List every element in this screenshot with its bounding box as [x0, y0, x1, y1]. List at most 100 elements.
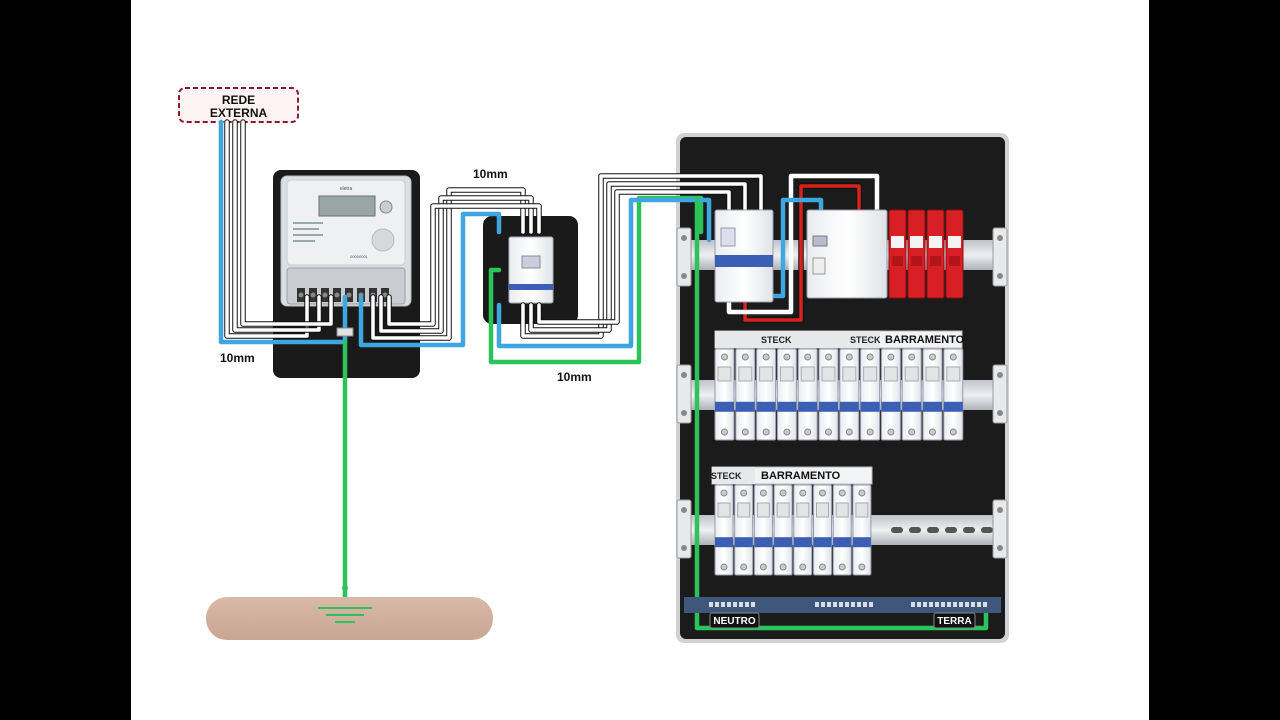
- breaker-band: [902, 401, 922, 412]
- breaker-row-1: [714, 348, 964, 441]
- breaker-screw: [845, 428, 853, 436]
- breaker-screw: [762, 353, 770, 361]
- surge-protector-label: [910, 236, 923, 248]
- breaker-screw: [825, 428, 832, 436]
- wire-neutral-mid: [358, 211, 502, 348]
- mounting-clip: [676, 227, 692, 287]
- bar-screw: [977, 602, 981, 607]
- bar-screw: [941, 602, 945, 607]
- breaker-label: [835, 502, 849, 518]
- breaker-band: [860, 401, 880, 412]
- breaker-label: [863, 366, 878, 382]
- brand-label-1: STECK: [761, 335, 792, 345]
- breaker-label: [796, 502, 810, 518]
- wire-neutral-rcd: [768, 197, 824, 299]
- breaker-screw: [799, 489, 807, 497]
- breaker-body: [818, 348, 839, 441]
- wire-phase-out-1: [521, 174, 763, 338]
- breaker-screw: [779, 563, 787, 571]
- brand-label-3: STECK: [711, 471, 742, 481]
- breaker-screw: [908, 353, 916, 361]
- mounting-clip-screw: [681, 545, 687, 551]
- breaker-label: [717, 366, 732, 382]
- breaker-body: [756, 348, 777, 441]
- wire-neutral-in: [218, 119, 348, 345]
- wire-phase-mid-3: [387, 204, 541, 326]
- surge-protector: [907, 209, 926, 299]
- breaker-body: [714, 348, 735, 441]
- breaker-label: [800, 366, 815, 382]
- breaker-band: [734, 537, 753, 548]
- breaker-screw: [779, 489, 787, 497]
- bar-screw: [857, 602, 861, 607]
- mounting-clip-screw: [681, 235, 687, 241]
- breaker-screw: [759, 489, 767, 497]
- mounting-clip-screw: [997, 545, 1003, 551]
- surge-protector-window: [892, 256, 903, 266]
- surge-protector-label: [948, 236, 961, 248]
- wire-neutral-out: [496, 197, 712, 349]
- surge-protector: [945, 209, 964, 299]
- mounting-clip: [992, 364, 1008, 424]
- breaker-screw: [887, 428, 895, 436]
- breaker-label: [842, 366, 857, 382]
- surge-protector-window: [930, 256, 941, 266]
- rail-slot: [927, 527, 939, 533]
- breaker-screw: [783, 428, 791, 436]
- main-panel-breaker: [714, 209, 774, 303]
- breaker-label: [904, 366, 919, 382]
- bar-screw: [821, 602, 825, 607]
- breaker-body: [813, 484, 832, 576]
- breaker-screw: [799, 563, 807, 571]
- bar-screw: [983, 602, 987, 607]
- breaker-row-2: [714, 484, 872, 576]
- wire-phase-in-1: [225, 120, 309, 338]
- breaker-band: [839, 401, 859, 412]
- busbar-label-1: BARRAMENTO: [885, 334, 965, 346]
- wire-white-rcd: [726, 173, 880, 315]
- breaker-body: [797, 348, 818, 441]
- bar-screw: [923, 602, 927, 607]
- mounting-clip-screw: [997, 273, 1003, 279]
- breaker-band: [833, 537, 852, 548]
- wire-return-rcd: [743, 184, 861, 322]
- surge-protector-label: [891, 236, 904, 248]
- breaker-screw: [721, 353, 728, 361]
- source-box: REDE EXTERNA: [178, 87, 299, 123]
- breaker-body: [852, 484, 872, 576]
- wiring-diagram: REDE EXTERNA eletra 00000001: [178, 87, 1009, 643]
- breaker-label: [737, 502, 751, 518]
- breaker-band: [777, 401, 797, 412]
- breaker-body: [839, 348, 860, 441]
- breaker-band: [798, 401, 818, 412]
- gauge-label-bottom: 10mm: [557, 370, 592, 384]
- breaker-label: [816, 502, 829, 518]
- breaker-band: [715, 537, 733, 548]
- breaker-band: [774, 537, 793, 548]
- neutral-earth-bar: NEUTRO TERRA: [684, 597, 1001, 629]
- breaker-band: [756, 401, 776, 412]
- wire-earth-bar: [694, 197, 989, 631]
- breaker-band: [819, 401, 838, 412]
- bar-screw: [863, 602, 867, 607]
- breaker-label: [756, 502, 770, 518]
- breaker-screw: [825, 353, 832, 361]
- rail-slot: [981, 527, 993, 533]
- breaker-screw: [929, 428, 936, 436]
- breaker-label: [925, 366, 940, 382]
- bar-screw: [745, 602, 749, 607]
- mounting-clip-screw: [997, 372, 1003, 378]
- bar-screw: [929, 602, 933, 607]
- mounting-clip: [676, 364, 692, 424]
- breaker-screw: [949, 353, 957, 361]
- breaker-screw: [720, 563, 728, 571]
- meter-terminal-screw: [322, 292, 328, 298]
- breaker-label: [883, 366, 898, 382]
- source-label-line1: REDE: [222, 93, 255, 107]
- breaker-label: [779, 366, 794, 382]
- breaker-screw: [838, 489, 846, 497]
- breaker-screw: [819, 489, 826, 497]
- breaker-screw: [740, 563, 748, 571]
- mounting-clip: [676, 499, 692, 559]
- breaker-label: [759, 366, 774, 382]
